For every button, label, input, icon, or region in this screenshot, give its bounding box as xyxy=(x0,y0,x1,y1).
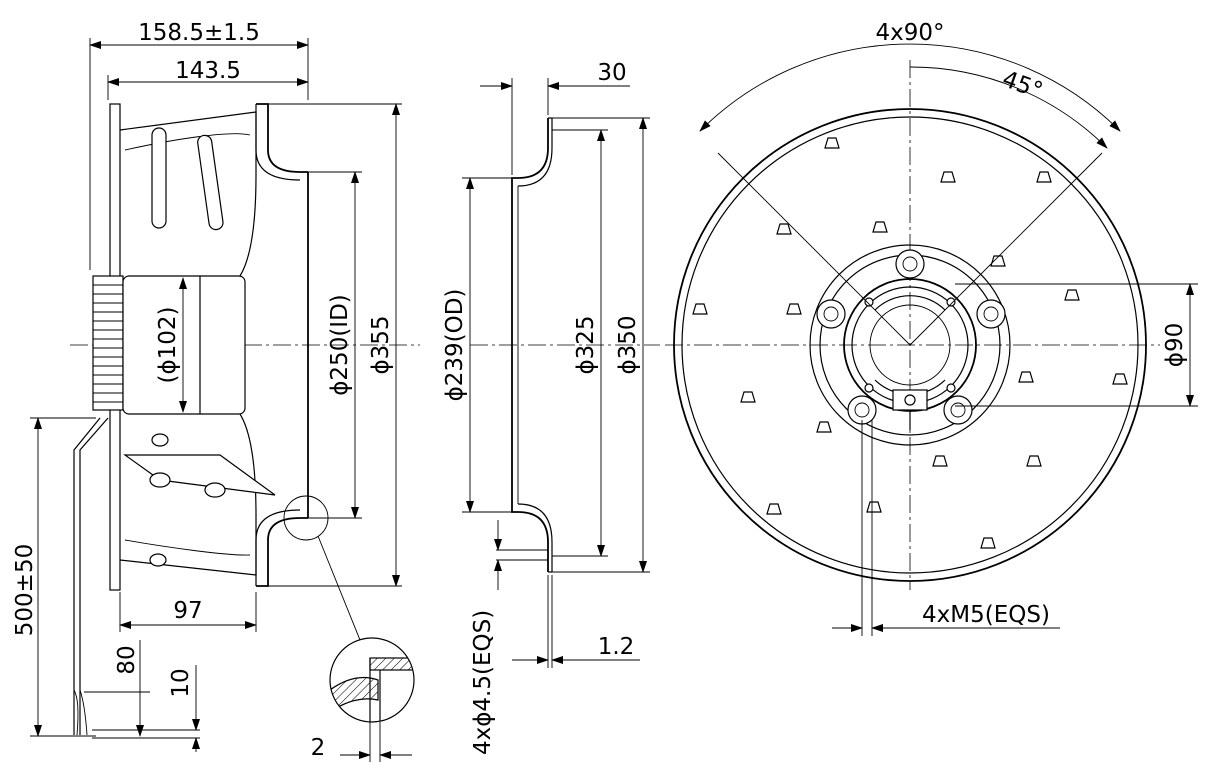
dim-motor-dia: (ϕ102) xyxy=(155,306,181,383)
dim-mount-holes: 4xϕ4.5(EQS) xyxy=(470,610,496,755)
dim-ring-height: 30 xyxy=(597,60,626,86)
dim-ring-outer: ϕ350 xyxy=(615,315,641,374)
dim-threads: 4xM5(EQS) xyxy=(922,602,1050,628)
dim-overall-length: 158.5±1.5 xyxy=(138,20,260,46)
dim-ring-thickness: 1.2 xyxy=(598,634,635,660)
dim-inlet-id: ϕ250(ID) xyxy=(327,294,353,396)
detail-view: 2 xyxy=(311,637,415,762)
dim-cable-length: 500±50 xyxy=(12,544,38,636)
inlet-ring-view: 30 ϕ239(OD) ϕ325 ϕ350 4xϕ4.5(EQS) 1.2 xyxy=(442,60,660,755)
dim-bolt-circle: ϕ90 xyxy=(1162,323,1188,367)
dim-angle-spacing: 4x90° xyxy=(875,20,944,46)
dim-wall-thickness: 2 xyxy=(311,735,326,761)
dim-wire-end: 10 xyxy=(168,668,194,697)
dim-depth: 97 xyxy=(173,598,202,624)
side-view: 158.5±1.5 143.5 (ϕ102) ϕ250(ID) ϕ355 97 … xyxy=(12,20,420,752)
dim-ring-od: ϕ239(OD) xyxy=(442,289,468,402)
dim-outer-dia: ϕ355 xyxy=(368,315,394,374)
dim-hole-circle: ϕ325 xyxy=(573,315,599,374)
dim-angle-offset: 45° xyxy=(999,66,1046,104)
dim-inner-length: 143.5 xyxy=(175,58,241,84)
dim-strip-length: 80 xyxy=(114,645,140,674)
front-view: 4x90° 45° ϕ90 4xM5(EQS) xyxy=(665,20,1198,636)
